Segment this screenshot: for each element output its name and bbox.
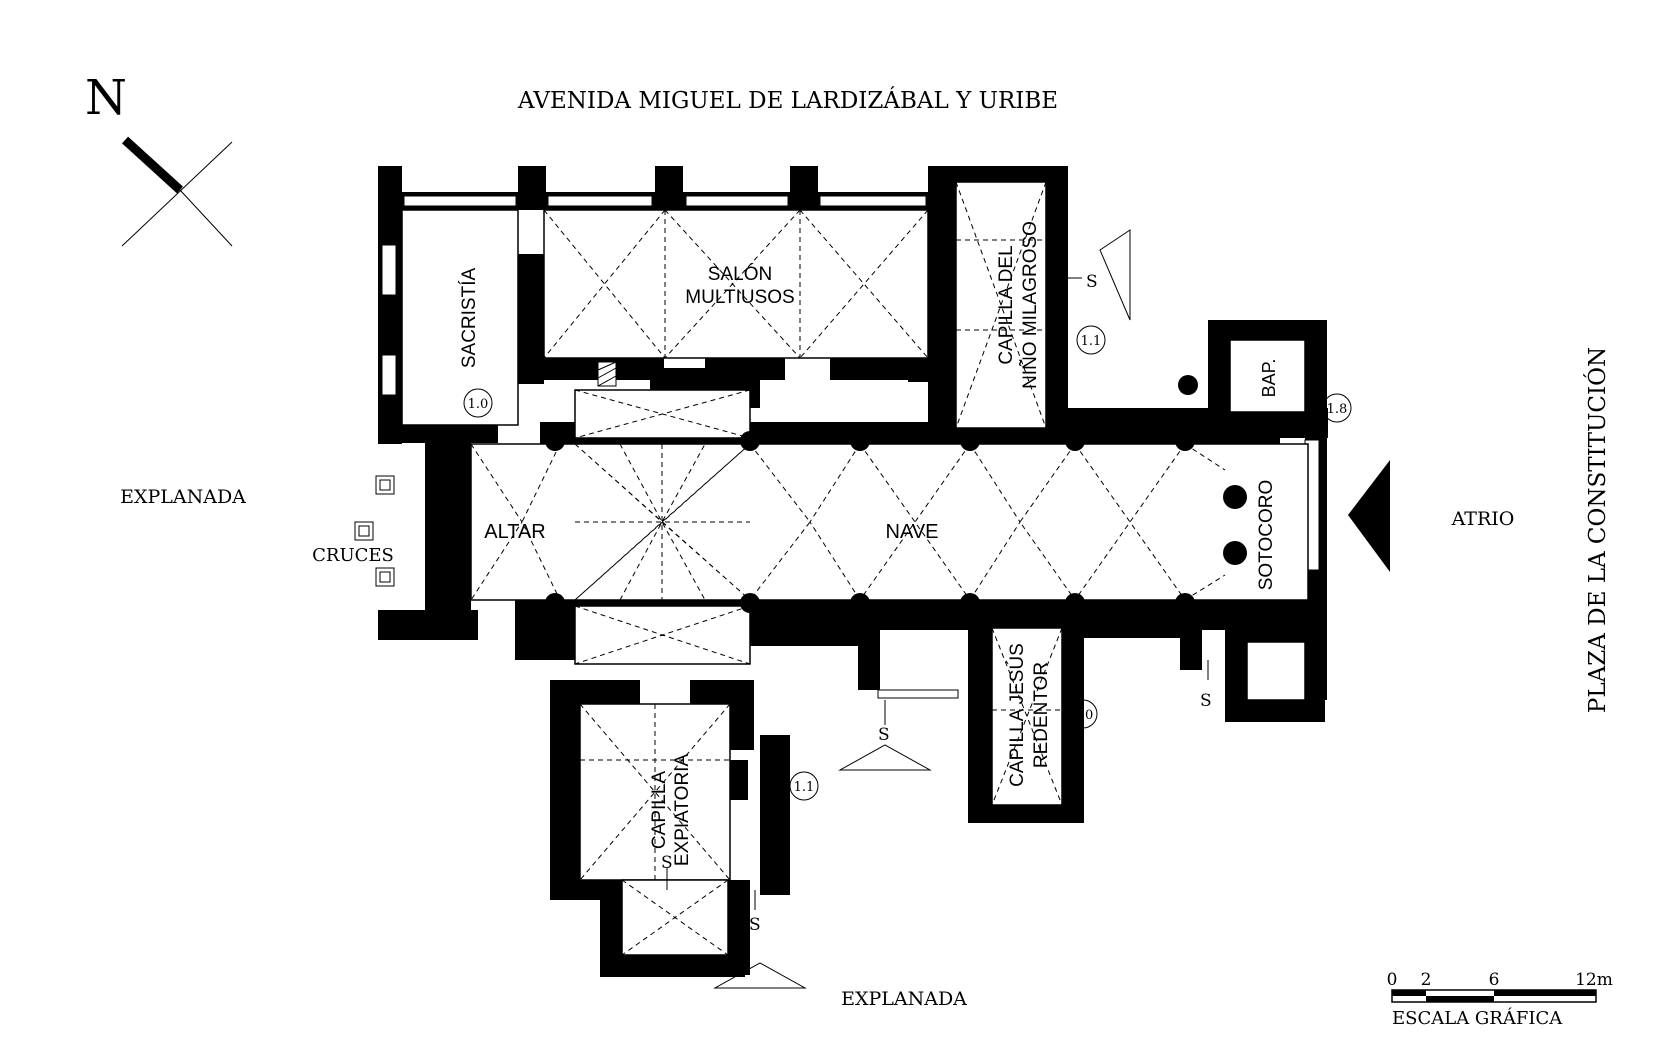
atrio-label: ATRIO — [1451, 508, 1515, 530]
scale-tick-2: 2 — [1421, 970, 1432, 990]
room-expiatoria-line2: EXPIATORIA — [672, 754, 693, 867]
scale-title: ESCALA GRÁFICA — [1392, 1006, 1563, 1029]
main-entrance-arrow — [1348, 460, 1390, 572]
scale-tick-0: 0 — [1387, 970, 1398, 990]
scale-bar: 0 2 6 12m ESCALA GRÁFICA — [1387, 970, 1613, 1029]
street-labels: AVENIDA MIGUEL DE LARDIZÁBAL Y URIBE EXP… — [120, 87, 1611, 1010]
north-letter: N — [85, 70, 127, 126]
stair-arrows — [666, 277, 1209, 910]
north-needle — [121, 136, 184, 194]
level-mark-jesus: 1.0 — [1073, 708, 1094, 723]
scale-tick-12: 12m — [1575, 970, 1613, 990]
cruces-label: CRUCES — [312, 545, 394, 566]
stair-label: S — [878, 725, 890, 745]
room-sacristia: SACRISTÍA — [459, 268, 480, 369]
level-mark-bap: 1.8 — [1327, 402, 1348, 417]
room-salon-line1: SALÓN — [708, 263, 772, 285]
street-right: PLAZA DE LA CONSTITUCIÓN — [1584, 347, 1611, 713]
room-sotocoro: SOTOCORO — [1256, 480, 1277, 591]
level-mark-nino: 1.1 — [1081, 334, 1102, 349]
street-top: AVENIDA MIGUEL DE LARDIZÁBAL Y URIBE — [517, 87, 1058, 114]
room-bap: BAP. — [1259, 359, 1279, 398]
entrance-markers — [713, 229, 1390, 989]
room-expiatoria-line1: CAPILLA — [649, 771, 670, 849]
scale-tick-6: 6 — [1489, 970, 1500, 990]
stair-connector — [597, 361, 959, 699]
vault-lines — [470, 181, 1308, 956]
stair-label: S — [1200, 691, 1212, 711]
room-jesus-line1: CAPILLA JESÚS — [1006, 643, 1028, 787]
crosses-markers — [354, 475, 395, 587]
bottom-entrance-arrow — [713, 962, 807, 989]
stair-label: S — [1086, 272, 1098, 292]
north-arrow: N — [85, 70, 233, 247]
explanada-left: EXPLANADA — [120, 486, 246, 508]
explanada-bottom: EXPLANADA — [841, 988, 967, 1010]
room-labels: SACRISTÍA SALÓN MULTIUSOS ALTAR NAVE SOT… — [459, 221, 1279, 866]
room-jesus-line2: REDENTOR — [1031, 662, 1052, 768]
stair-label: S — [749, 915, 761, 935]
pillars — [545, 375, 1247, 613]
room-nave: NAVE — [886, 521, 939, 543]
north-entrance-arrow — [1099, 229, 1131, 321]
level-marks: 1.0 1.1 1.8 1.0 1.1 — [463, 325, 1352, 801]
stair-labels: S S S S S — [661, 272, 1212, 935]
room-nino-line2: NIÑO MILAGROSO — [1019, 221, 1041, 389]
level-mark-expiatoria: 1.1 — [794, 780, 815, 795]
room-salon-line2: MULTIUSOS — [685, 287, 794, 308]
south-entrance-arrow — [838, 744, 932, 771]
stair-label: S — [661, 853, 673, 873]
room-altar: ALTAR — [484, 521, 546, 543]
level-mark-sacristia: 1.0 — [468, 397, 489, 412]
room-nino-line1: CAPILLA DEL — [996, 245, 1017, 364]
